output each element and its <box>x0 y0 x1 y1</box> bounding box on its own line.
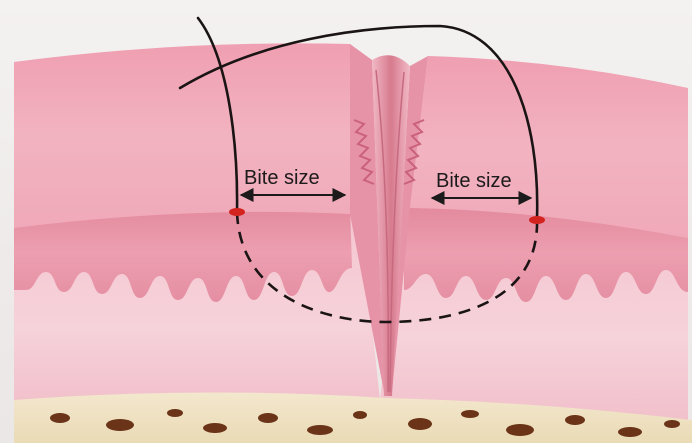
entry-point-right-icon <box>529 216 545 224</box>
bite-size-label-right: Bite size <box>436 170 512 192</box>
bite-size-label-left: Bite size <box>244 167 320 189</box>
entry-point-left-icon <box>229 208 245 216</box>
